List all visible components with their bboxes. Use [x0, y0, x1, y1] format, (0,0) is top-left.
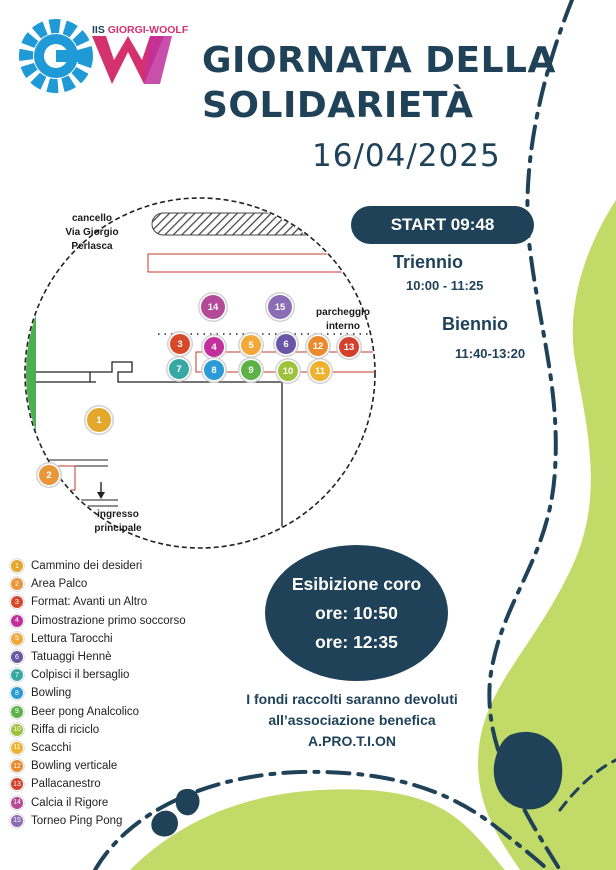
legend-label: Colpisci il bersaglio	[31, 669, 130, 682]
legend-dot: 15	[11, 814, 23, 827]
map-marker-6: 6	[276, 334, 296, 354]
map-marker-4: 4	[204, 337, 224, 357]
legend-label: Format: Avanti un Altro	[31, 596, 148, 609]
coro-time-1: ore: 10:50	[315, 602, 398, 623]
legend-item: 13 Pallacanestro	[11, 775, 251, 793]
legend: 1 Cammino dei desideri 2 Area Palco 3 Format:…	[11, 557, 251, 830]
map-marker-11: 11	[310, 361, 330, 381]
triennio-time: 10:00 - 11:25	[406, 278, 484, 293]
logo-text: IIS GIORGI-WOOLF	[92, 24, 189, 36]
coro-time-2: ore: 12:35	[315, 631, 398, 652]
legend-label: Dimostrazione primo soccorso	[31, 614, 186, 627]
legend-dot: 11	[11, 741, 23, 754]
map-marker-8: 8	[204, 360, 224, 380]
legend-label: Tatuaggi Hennè	[31, 651, 112, 664]
legend-item: 11 Scacchi	[11, 739, 251, 757]
legend-dot: 14	[11, 796, 23, 809]
legend-label: Pallacanestro	[31, 778, 101, 791]
legend-dot: 4	[11, 614, 23, 627]
legend-dot: 6	[11, 651, 23, 664]
legend-dot: 8	[11, 687, 23, 700]
fundraising-note: I fondi raccolti saranno devoluti all’as…	[246, 691, 458, 749]
legend-item: 15 Torneo Ping Pong	[11, 812, 251, 830]
parking-label: parcheggio interno	[316, 307, 370, 332]
coro-title: Esibizione coro	[291, 573, 422, 594]
legend-label: Bowling	[31, 687, 72, 700]
legend-dot: 3	[11, 596, 23, 609]
page-title: GIORNATA DELLA SOLIDARIETÀ	[202, 40, 556, 126]
triennio-label: Triennio	[393, 252, 464, 272]
coro-badge: Esibizione coro ore: 10:50 ore: 12:35	[265, 545, 448, 681]
entrance-label: ingresso principale	[94, 509, 142, 534]
legend-label: Cammino dei desideri	[31, 560, 143, 573]
biennio-label: Biennio	[442, 314, 508, 334]
map-marker-5: 5	[241, 335, 261, 355]
biennio-time: 11:40-13:20	[455, 346, 526, 361]
legend-dot: 5	[11, 632, 23, 645]
map-marker-7: 7	[169, 359, 189, 379]
legend-dot: 12	[11, 760, 23, 773]
legend-item: 14 Calcia il Rigore	[11, 793, 251, 811]
event-date: 16/04/2025	[312, 138, 501, 174]
dashed-curve-right	[487, 0, 574, 870]
green-wave-right	[478, 0, 616, 870]
dashed-curve-corner	[558, 758, 616, 812]
map-marker-2: 2	[39, 465, 59, 485]
legend-item: 1 Cammino dei desideri	[11, 557, 251, 575]
map-marker-9: 9	[241, 360, 261, 380]
legend-item: 5 Lettura Tarocchi	[11, 630, 251, 648]
legend-dot: 2	[11, 578, 23, 591]
dashed-curve-bottom	[93, 769, 550, 870]
legend-dot: 7	[11, 669, 23, 682]
legend-dot: 10	[11, 723, 23, 736]
map-marker-3: 3	[170, 334, 190, 354]
legend-label: Scacchi	[31, 741, 72, 754]
legend-label: Calcia il Rigore	[31, 796, 109, 809]
gw-logo-graphic	[19, 19, 172, 93]
legend-dot: 13	[11, 778, 23, 791]
legend-label: Lettura Tarocchi	[31, 632, 113, 645]
map-marker-13: 13	[339, 337, 359, 357]
start-badge: START 09:48	[351, 206, 534, 244]
green-wave-bottom	[130, 789, 505, 870]
map-marker-10: 10	[278, 361, 298, 381]
legend-label: Torneo Ping Pong	[31, 814, 123, 827]
legend-label: Area Palco	[31, 578, 88, 591]
map-marker-14: 14	[201, 295, 225, 319]
legend-item: 2 Area Palco	[11, 575, 251, 593]
blob-bottom	[175, 788, 200, 816]
legend-item: 4 Dimostrazione primo soccorso	[11, 612, 251, 630]
legend-item: 3 Format: Avanti un Altro	[11, 593, 251, 611]
legend-dot: 9	[11, 705, 23, 718]
map-marker-1: 1	[87, 408, 111, 432]
gate-label: cancello Via Giorgio Perlasca	[65, 213, 119, 252]
map-marker-15: 15	[268, 295, 292, 319]
legend-item: 6 Tatuaggi Hennè	[11, 648, 251, 666]
legend-item: 10 Riffa di riciclo	[11, 721, 251, 739]
legend-label: Beer pong Analcolico	[31, 705, 140, 718]
legend-item: 7 Colpisci il bersaglio	[11, 666, 251, 684]
legend-item: 9 Beer pong Analcolico	[11, 703, 251, 721]
legend-label: Bowling verticale	[31, 760, 118, 773]
legend-item: 12 Bowling verticale	[11, 757, 251, 775]
legend-label: Riffa di riciclo	[31, 723, 100, 736]
blob-right	[493, 731, 563, 810]
legend-dot: 1	[11, 560, 23, 573]
blob-bottom-2	[151, 810, 178, 837]
map-marker-12: 12	[308, 336, 328, 356]
legend-item: 8 Bowling	[11, 684, 251, 702]
